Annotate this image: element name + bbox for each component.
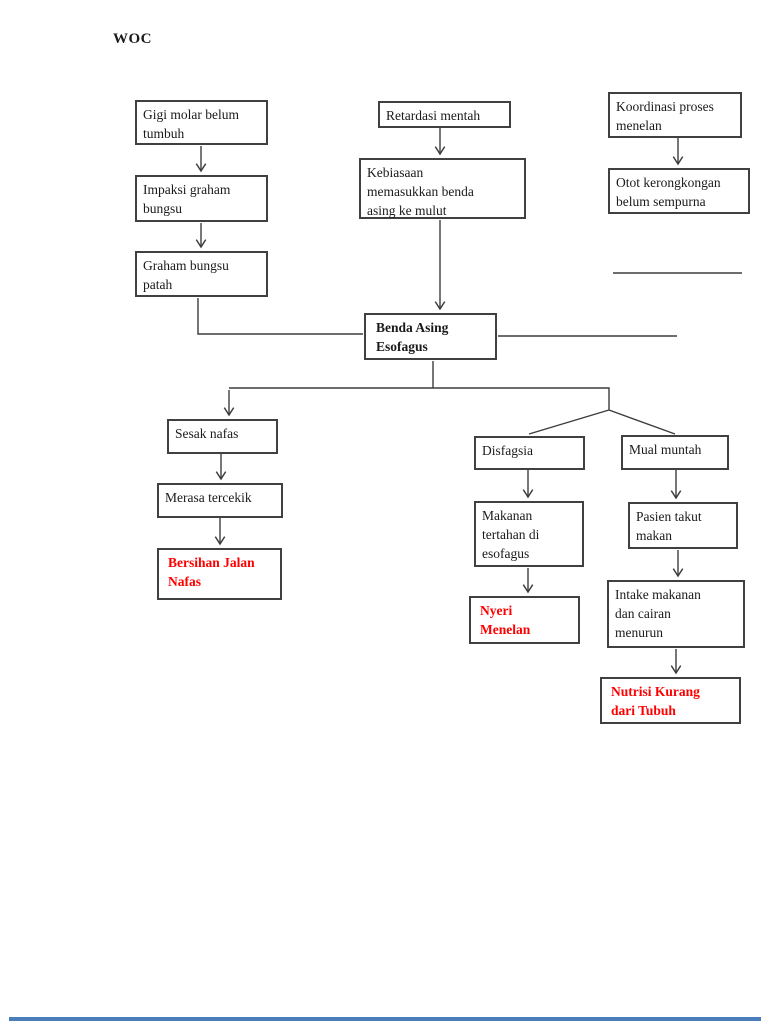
node-impaksi-graham-bungsu: Impaksi graham bungsu	[135, 175, 268, 222]
node-otot-kerongkongan-belum-sempurna: Otot kerongkongan belum sempurna	[608, 168, 750, 214]
node-graham-bungsu-patah: Graham bungsu patah	[135, 251, 268, 297]
connector-diagonal-to-disfagsia	[528, 409, 610, 435]
connector-graham-to-benda-asing	[197, 298, 363, 335]
node-bersihan-jalan-nafas: Bersihan Jalan Nafas	[157, 548, 282, 600]
node-koordinasi-proses-menelan: Koordinasi proses menelan	[608, 92, 742, 138]
node-intake-makanan-cairan-menurun: Intake makanan dan cairan menurun	[607, 580, 745, 648]
page-bottom-divider	[9, 1017, 761, 1021]
node-nutrisi-kurang-dari-tubuh: Nutrisi Kurang dari Tubuh	[600, 677, 741, 724]
node-retardasi-mentah: Retardasi mentah	[378, 101, 511, 128]
connector-distributor	[229, 387, 610, 410]
node-pasien-takut-makan: Pasien takut makan	[628, 502, 738, 549]
node-gigi-molar-belum-tumbuh: Gigi molar belum tumbuh	[135, 100, 268, 145]
node-makanan-tertahan-di-esofagus: Makanan tertahan di esofagus	[474, 501, 584, 567]
page-title: WOC	[113, 31, 152, 47]
node-benda-asing-esofagus: Benda Asing Esofagus	[364, 313, 497, 360]
node-mual-muntah: Mual muntah	[621, 435, 729, 470]
node-disfagsia: Disfagsia	[474, 436, 585, 470]
node-sesak-nafas: Sesak nafas	[167, 419, 278, 454]
node-merasa-tercekik: Merasa tercekik	[157, 483, 283, 518]
connector-diagonal-to-mual	[608, 409, 676, 435]
node-kebiasaan-memasukkan-benda-asing: Kebiasaan memasukkan benda asing ke mulu…	[359, 158, 526, 219]
node-nyeri-menelan: Nyeri Menelan	[469, 596, 580, 644]
